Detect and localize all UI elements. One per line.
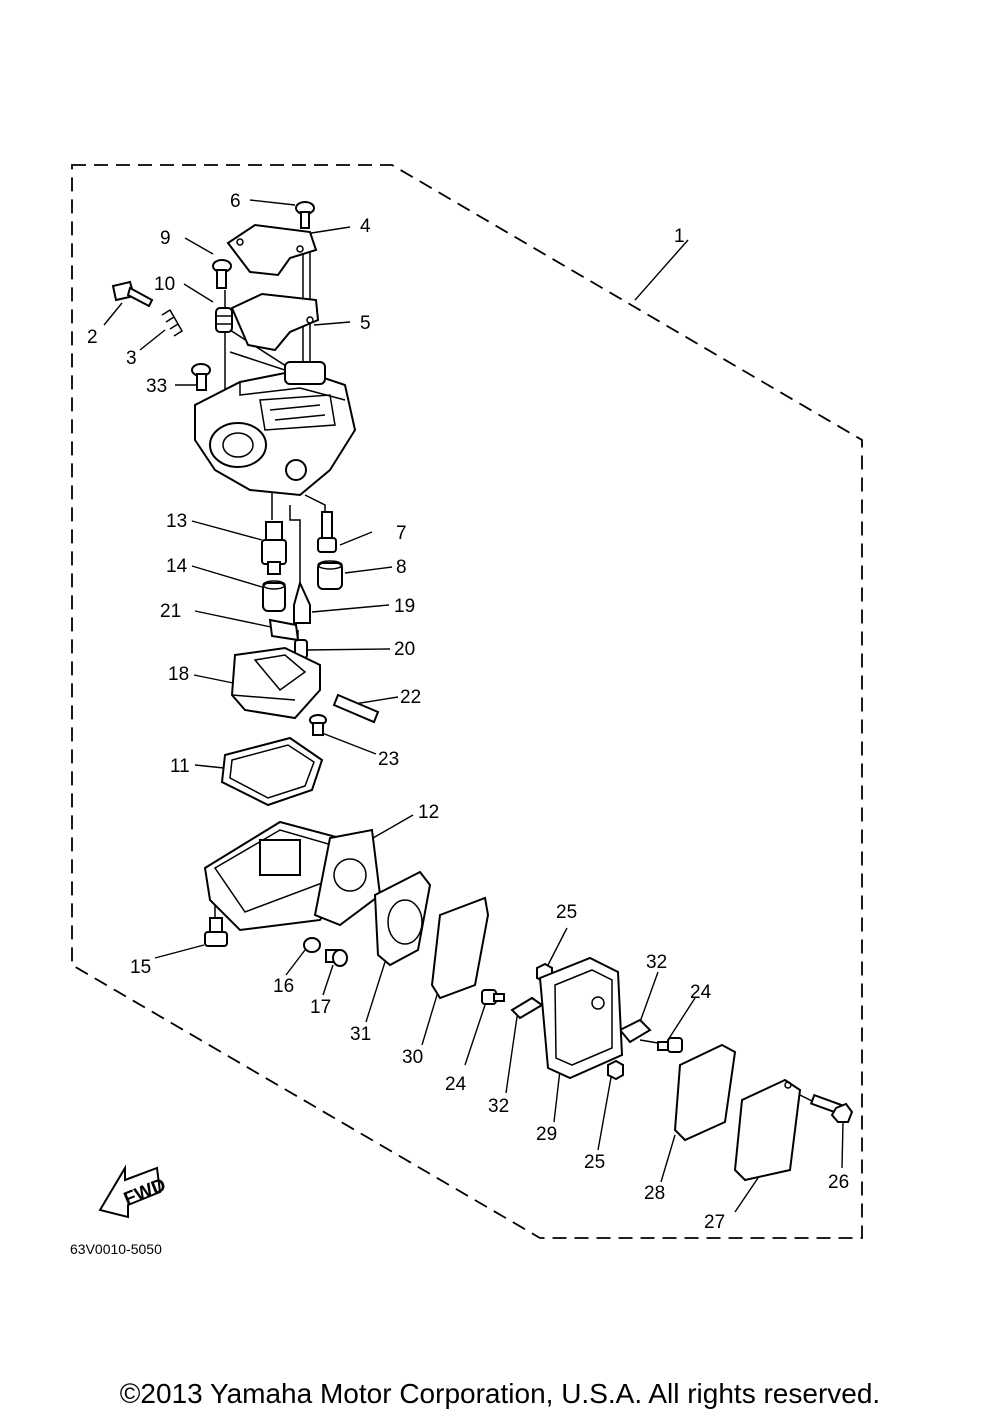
callout-20: 20 (394, 639, 415, 660)
part-screw-23 (309, 714, 327, 736)
callout-14: 14 (166, 556, 188, 577)
part-cover-plate (226, 223, 318, 277)
part-screw-24a (481, 989, 505, 1005)
callout-15: 15 (130, 957, 151, 978)
callout-19: 19 (394, 596, 415, 617)
part-screw-9 (212, 259, 232, 289)
part-pilot-screw (111, 280, 154, 308)
callout-24b: 24 (690, 982, 712, 1003)
part-screw-24b (657, 1037, 683, 1053)
part-screw-top (295, 201, 315, 229)
part-float-pin (332, 693, 380, 724)
part-spring-10 (215, 307, 233, 333)
part-spring (161, 308, 184, 337)
part-screw-17 (325, 949, 348, 967)
callout-25b: 25 (584, 1152, 605, 1173)
callout-27: 27 (704, 1212, 725, 1233)
part-float-gasket (220, 736, 324, 807)
callout-3: 3 (126, 348, 137, 369)
callout-2: 2 (87, 327, 98, 348)
callout-32a: 32 (488, 1096, 509, 1117)
part-plug (262, 580, 286, 612)
callout-29: 29 (536, 1124, 557, 1145)
part-main-jet (317, 511, 337, 553)
callout-30: 30 (402, 1047, 423, 1068)
callout-13: 13 (166, 511, 187, 532)
callout-7: 7 (396, 523, 407, 544)
drawing-code: 63V0010-5050 (70, 1241, 162, 1257)
part-needle-valve (293, 580, 311, 624)
callout-9: 9 (160, 228, 171, 249)
part-bolt-26 (809, 1093, 854, 1123)
callout-5: 5 (360, 313, 371, 334)
callout-1: 1 (674, 226, 685, 247)
callout-33: 33 (146, 376, 167, 397)
callout-22: 22 (400, 687, 421, 708)
callout-8: 8 (396, 557, 407, 578)
callout-28: 28 (644, 1183, 665, 1204)
callout-12: 12 (418, 802, 439, 823)
callout-24a: 24 (445, 1074, 467, 1095)
part-gasket-30 (430, 896, 490, 1000)
callout-18: 18 (168, 664, 189, 685)
part-gasket-top (230, 292, 320, 352)
part-gasket-31 (373, 870, 432, 967)
callout-32b: 32 (646, 952, 667, 973)
part-washer (303, 937, 321, 953)
part-screw-33 (191, 363, 211, 391)
callout-6: 6 (230, 191, 241, 212)
fwd-arrow-icon: FWD (98, 1164, 169, 1219)
callout-23: 23 (378, 749, 399, 770)
callout-4: 4 (360, 216, 371, 237)
part-float (230, 646, 321, 720)
callout-10: 10 (154, 274, 175, 295)
callout-21: 21 (160, 601, 181, 622)
part-fuel-pump-body (538, 956, 624, 1080)
part-diaphragm (673, 1043, 737, 1142)
part-drain-screw (204, 917, 228, 947)
callout-labels: 1 2 3 4 5 6 7 8 9 10 11 12 13 14 15 16 1… (87, 191, 849, 1233)
part-pump-cover (733, 1078, 802, 1182)
part-nut-25b (607, 1059, 624, 1081)
callout-16: 16 (273, 976, 294, 997)
callout-25a: 25 (556, 902, 577, 923)
part-valve-32a (510, 996, 544, 1020)
callout-26: 26 (828, 1172, 849, 1193)
part-cap (317, 560, 343, 590)
copyright-notice: ©2013 Yamaha Motor Corporation, U.S.A. A… (119, 1378, 881, 1409)
part-valve-32b (618, 1018, 652, 1044)
part-carburetor-body (194, 361, 357, 497)
part-float-chamber (203, 820, 382, 932)
callout-31: 31 (350, 1024, 371, 1045)
callout-11: 11 (170, 756, 190, 777)
part-jet-holder (261, 521, 287, 575)
assembly-boundary (71, 164, 863, 1239)
callout-17: 17 (310, 997, 331, 1018)
